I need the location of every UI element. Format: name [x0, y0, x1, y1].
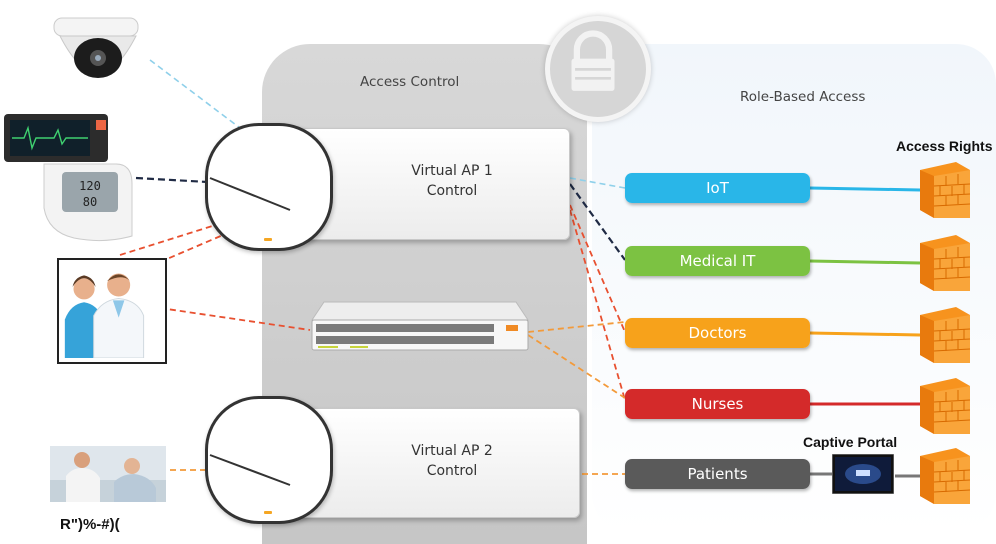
staff-switch-link: [159, 307, 311, 331]
iot-rights-line: [809, 186, 921, 192]
role-patients: Patients: [625, 459, 810, 489]
doctors-rights-line: [809, 331, 921, 337]
firewall-icon: [920, 307, 971, 363]
camera-link: [149, 59, 241, 129]
vap1-iot-link: [569, 177, 626, 189]
lock-icon: [545, 16, 651, 122]
svg-text:80: 80: [83, 195, 97, 209]
role-based-access-title: Role-Based Access: [740, 89, 866, 105]
role-based-access-panel: [592, 44, 996, 534]
bp-monitor-link: [135, 176, 209, 184]
vap1-doctors-link: [569, 204, 626, 333]
staff-link-b: [159, 231, 231, 263]
captive-portal-label: Captive Portal: [803, 434, 898, 450]
switch-doctors-link: [527, 321, 626, 333]
access-rights-label: Access Rights: [896, 138, 993, 154]
firewall-icon: [920, 162, 971, 218]
firewall-icon: [920, 448, 971, 504]
vap1-nurses-link: [569, 209, 626, 401]
staff-link-a: [119, 221, 226, 256]
switch-nurses-link: [527, 334, 626, 399]
vap1-medical-link: [569, 183, 626, 261]
role-nurses-label: Nurses: [691, 395, 744, 413]
role-doctors: Doctors: [625, 318, 810, 348]
virtual-ap-2-label: Virtual AP 2 Control: [411, 443, 493, 479]
patient-caption: R")%-#)(: [60, 516, 120, 533]
role-patients-label: Patients: [687, 465, 748, 483]
blood-pressure-monitor-icon: 120 80: [4, 108, 136, 244]
firewall-icon: [920, 378, 971, 434]
doctors-photo-icon: [57, 258, 167, 364]
medical-rights-line: [809, 259, 921, 265]
captive-portal-screen-icon: [831, 453, 895, 495]
access-point-icon: [205, 396, 333, 524]
virtual-ap-1-label: Virtual AP 1 Control: [411, 163, 493, 199]
access-control-title: Access Control: [360, 74, 460, 90]
role-iot: IoT: [625, 173, 810, 203]
firewall-icon: [920, 235, 971, 291]
role-doctors-label: Doctors: [688, 324, 747, 342]
security-camera-icon: [50, 10, 146, 102]
patient-photo-icon: [50, 446, 166, 502]
svg-text:120: 120: [79, 179, 101, 193]
role-medical-it-label: Medical IT: [679, 252, 756, 270]
role-nurses: Nurses: [625, 389, 810, 419]
access-point-icon: [205, 123, 333, 251]
network-switch-icon: [306, 300, 530, 354]
role-medical-it: Medical IT: [625, 246, 810, 276]
role-iot-label: IoT: [706, 179, 729, 197]
